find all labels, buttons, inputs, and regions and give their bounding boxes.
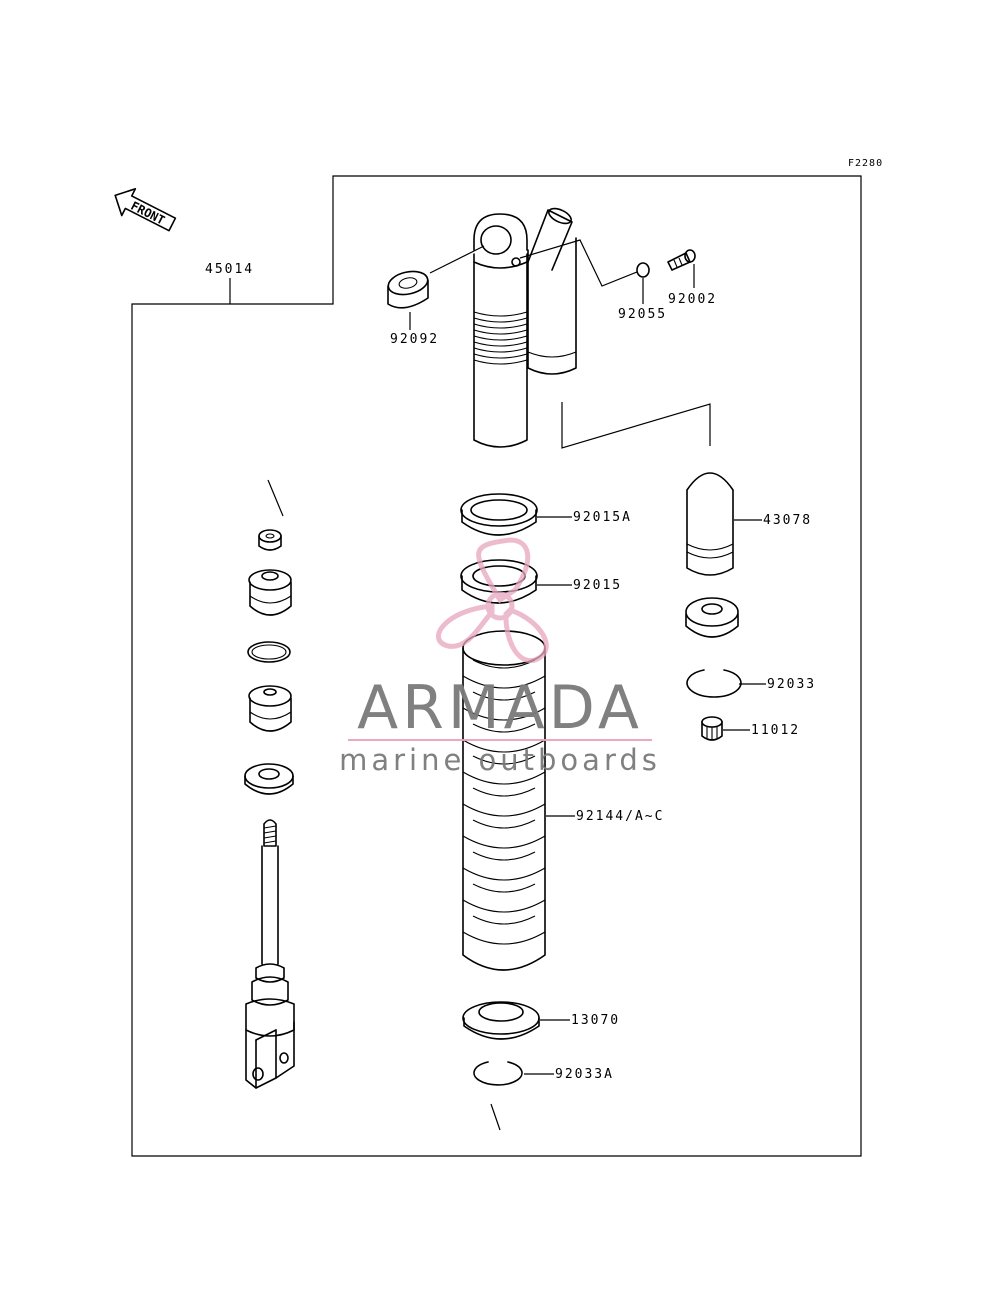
lock-nut-92015A [460,493,572,536]
washer-seat [244,763,294,795]
piston-rod [245,819,295,1089]
label-92002: 92002 [668,292,717,307]
label-45014: 45014 [205,262,254,277]
o-ring-left [247,641,291,663]
front-arrow-icon: FRONT [114,188,177,232]
spring-seat-13070 [462,1001,570,1040]
valve-92002 [667,249,696,288]
front-label: FRONT [128,199,167,228]
label-92015: 92015 [573,578,622,593]
label-92092: 92092 [390,332,439,347]
label-92144: 92144/A~C [576,809,664,824]
bushing-11012 [701,716,750,741]
adjuster-nut-92015 [460,559,572,604]
piston-valve-upper [248,569,292,616]
spring-92144 [462,630,575,971]
assembly-boundary [131,175,862,1157]
seal-cap [685,597,739,638]
shock-absorber-body [473,207,711,449]
watermark-title: ARMADA [357,673,643,743]
label-92055: 92055 [618,307,667,322]
watermark-subtitle: marine outboards [339,743,661,777]
label-13070: 13070 [571,1013,620,1028]
circlip-92033A [473,1061,554,1131]
collar-92092 [387,245,485,330]
circlip-92033 [686,669,766,698]
watermark: ARMADA marine outboards [339,537,661,777]
piston-valve-lower [248,685,292,732]
bumper-43078 [686,472,762,576]
propeller-logo [435,537,549,663]
o-ring-92055 [519,239,650,304]
label-43078: 43078 [763,513,812,528]
label-92033A: 92033A [555,1067,614,1082]
diagram-code: F2280 [848,158,883,169]
small-nut [258,529,282,551]
label-11012: 11012 [751,723,800,738]
label-92033: 92033 [767,677,816,692]
label-92015A: 92015A [573,510,632,525]
